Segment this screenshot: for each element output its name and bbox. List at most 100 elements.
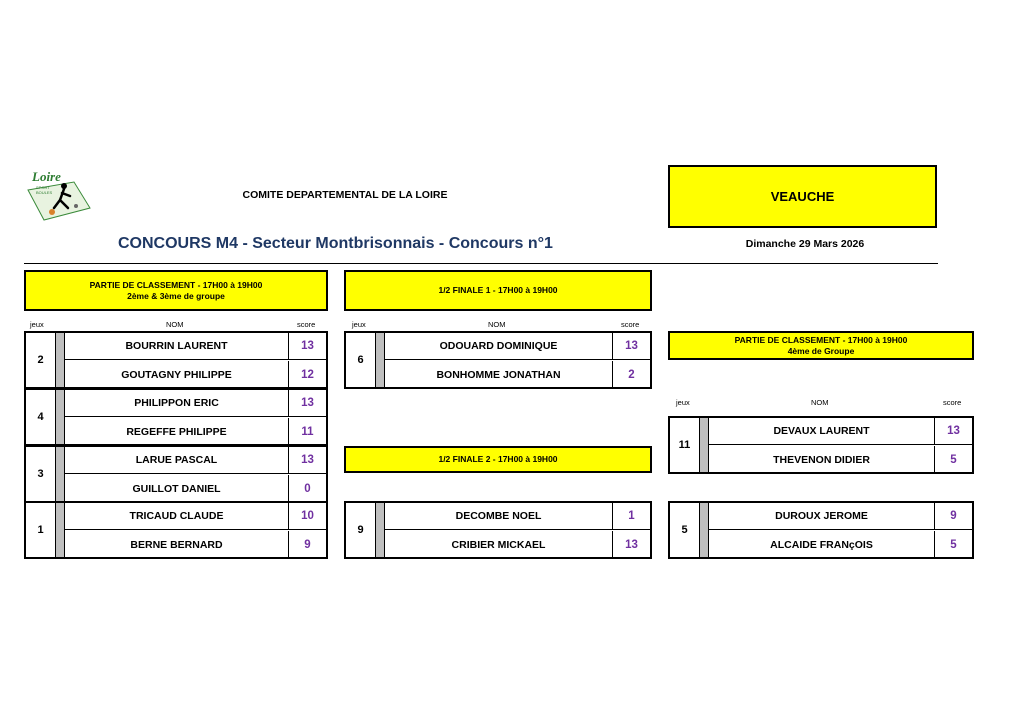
player-row: LARUE PASCAL 13	[65, 447, 326, 474]
player-name: LARUE PASCAL	[65, 447, 289, 473]
player-row: GUILLOT DANIEL 0	[65, 475, 326, 502]
player-score: 13	[947, 425, 960, 437]
player-score: 13	[301, 340, 314, 352]
page-title: CONCOURS M4 - Secteur Montbrisonnais - C…	[118, 235, 553, 252]
col-header-nom: NOM	[488, 320, 506, 329]
player-row: ALCAIDE FRANçOIS 5	[709, 531, 972, 558]
player-name: CRIBIER MICKAEL	[385, 531, 613, 558]
separator-bar	[376, 503, 385, 557]
col-header-jeux: jeux	[676, 398, 690, 407]
player-row: CRIBIER MICKAEL 13	[385, 531, 650, 558]
match-table: 11 DEVAUX LAURENT 13 THEVENON DIDIER 5	[668, 416, 974, 474]
banner-subline: 2ème & 3ème de groupe	[127, 290, 225, 301]
player-name: THEVENON DIDIER	[709, 446, 935, 473]
col-header-nom: NOM	[811, 398, 829, 407]
player-name: GOUTAGNY PHILIPPE	[65, 361, 289, 388]
header-divider	[24, 263, 938, 264]
banner-demi-finale-2: 1/2 FINALE 2 - 17H00 à 19H00	[344, 446, 652, 473]
player-name: ODOUARD DOMINIQUE	[385, 333, 613, 359]
separator-bar	[376, 333, 385, 387]
player-name: DECOMBE NOEL	[385, 503, 613, 529]
col-header-jeux: jeux	[30, 320, 44, 329]
player-row: REGEFFE PHILIPPE 11	[65, 418, 326, 445]
banner-demi-finale-1: 1/2 FINALE 1 - 17H00 à 19H00	[344, 270, 652, 311]
match-table: 3 LARUE PASCAL 13 GUILLOT DANIEL 0	[24, 445, 328, 503]
player-name: BOURRIN LAURENT	[65, 333, 289, 359]
col-header-score: score	[943, 398, 962, 407]
col-header-score: score	[297, 320, 316, 329]
player-score: 13	[301, 397, 314, 409]
player-name: BERNE BERNARD	[65, 531, 289, 558]
player-score: 13	[301, 454, 314, 466]
player-name: GUILLOT DANIEL	[65, 475, 289, 502]
jeux-number: 6	[346, 333, 376, 387]
player-score: 0	[304, 482, 311, 495]
match-table: 2 BOURRIN LAURENT 13 GOUTAGNY PHILIPPE 1…	[24, 331, 328, 389]
col-header-score: score	[621, 320, 640, 329]
match-table: 4 PHILIPPON ERIC 13 REGEFFE PHILIPPE 11	[24, 388, 328, 446]
player-row: PHILIPPON ERIC 13	[65, 390, 326, 417]
banner-classement-4: PARTIE DE CLASSEMENT - 17H00 à 19H00 4èm…	[668, 331, 974, 360]
separator-bar	[700, 418, 709, 472]
svg-text:Loire: Loire	[31, 169, 61, 184]
separator-bar	[56, 503, 65, 557]
player-row: THEVENON DIDIER 5	[709, 446, 972, 473]
banner-line: 1/2 FINALE 1 - 17H00 à 19H00	[438, 285, 558, 295]
loire-sport-boules-logo: Loire SPORT BOULES	[24, 168, 94, 226]
col-header-nom: NOM	[166, 320, 184, 329]
player-row: DUROUX JEROME 9	[709, 503, 972, 530]
banner-line: 1/2 FINALE 2 - 17H00 à 19H00	[438, 454, 558, 464]
banner-line: PARTIE DE CLASSEMENT - 17H00 à 19H00	[89, 279, 263, 290]
player-score: 10	[301, 510, 314, 522]
jeux-number: 11	[670, 418, 700, 472]
player-row: DEVAUX LAURENT 13	[709, 418, 972, 445]
jeux-number: 4	[26, 390, 56, 444]
jeux-number: 3	[26, 447, 56, 501]
player-name: ALCAIDE FRANçOIS	[709, 531, 935, 558]
svg-text:SPORT: SPORT	[36, 185, 50, 190]
player-score: 1	[628, 510, 635, 522]
match-table: 6 ODOUARD DOMINIQUE 13 BONHOMME JONATHAN…	[344, 331, 652, 389]
banner-classement-2-3: PARTIE DE CLASSEMENT - 17H00 à 19H00 2èm…	[24, 270, 328, 311]
player-row: BONHOMME JONATHAN 2	[385, 361, 650, 388]
player-row: BOURRIN LAURENT 13	[65, 333, 326, 360]
player-row: DECOMBE NOEL 1	[385, 503, 650, 530]
player-name: DUROUX JEROME	[709, 503, 935, 529]
player-row: ODOUARD DOMINIQUE 13	[385, 333, 650, 360]
player-score: 5	[950, 538, 957, 551]
player-name: TRICAUD CLAUDE	[65, 503, 289, 529]
player-score: 13	[625, 340, 638, 352]
player-row: BERNE BERNARD 9	[65, 531, 326, 558]
col-header-jeux: jeux	[352, 320, 366, 329]
jeux-number: 5	[670, 503, 700, 557]
separator-bar	[56, 333, 65, 387]
player-score: 11	[301, 425, 314, 438]
player-name: DEVAUX LAURENT	[709, 418, 935, 444]
separator-bar	[56, 390, 65, 444]
match-table: 1 TRICAUD CLAUDE 10 BERNE BERNARD 9	[24, 501, 328, 559]
player-name: BONHOMME JONATHAN	[385, 361, 613, 388]
player-score: 5	[950, 453, 957, 466]
svg-text:BOULES: BOULES	[36, 190, 53, 195]
venue-label: VEAUCHE	[770, 189, 835, 204]
jeux-number: 2	[26, 333, 56, 387]
player-score: 9	[304, 538, 311, 551]
jeux-number: 1	[26, 503, 56, 557]
banner-line: PARTIE DE CLASSEMENT - 17H00 à 19H00	[734, 334, 908, 345]
player-row: TRICAUD CLAUDE 10	[65, 503, 326, 530]
event-date: Dimanche 29 Mars 2026	[745, 238, 865, 250]
jeux-number: 9	[346, 503, 376, 557]
match-table: 9 DECOMBE NOEL 1 CRIBIER MICKAEL 13	[344, 501, 652, 559]
player-score: 13	[625, 538, 638, 551]
match-table: 5 DUROUX JEROME 9 ALCAIDE FRANçOIS 5	[668, 501, 974, 559]
player-score: 9	[950, 510, 957, 522]
player-score: 2	[628, 368, 635, 381]
separator-bar	[56, 447, 65, 501]
player-name: PHILIPPON ERIC	[65, 390, 289, 416]
player-score: 12	[301, 368, 314, 381]
player-name: REGEFFE PHILIPPE	[65, 418, 289, 445]
venue-box: VEAUCHE	[668, 165, 937, 228]
banner-subline: 4ème de Groupe	[787, 345, 855, 356]
separator-bar	[700, 503, 709, 557]
organization-title: COMITE DEPARTEMENTAL DE LA LOIRE	[242, 189, 448, 201]
